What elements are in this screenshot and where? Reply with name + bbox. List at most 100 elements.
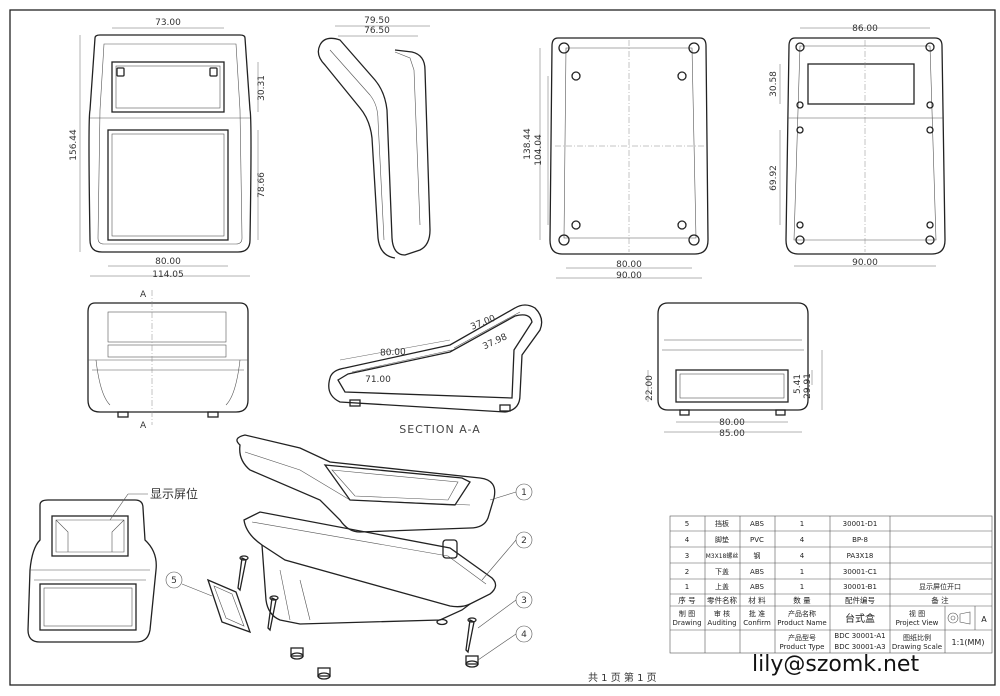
bom-row1-no: 1 (685, 583, 689, 591)
dim-end-width-2: 85.00 (719, 429, 745, 439)
bom-row5-mat: ABS (750, 520, 764, 528)
section-view: 80.00 71.00 37.00 37.98 SECTION A-A (328, 304, 543, 436)
front-view: 73.00 156.44 30.31 78.66 80.00 114.05 (69, 18, 267, 280)
tb-confirm-en: Confirm (743, 619, 771, 627)
tb-product-name: 台式盒 (845, 612, 875, 625)
tb-sheet-size: A (981, 615, 987, 624)
dim-end-width-1: 80.00 (719, 418, 745, 428)
tb-view-cn: 视 图 (909, 609, 925, 618)
dim-back-height-2: 69.92 (769, 165, 779, 191)
end-view: 22.00 5.41 29.91 80.00 85.00 (645, 302, 823, 439)
tb-drawing-en: Drawing (672, 619, 701, 627)
tb-view-en: Project View (896, 619, 939, 627)
tb-ptype-1: BDC 30001-A1 (834, 632, 885, 640)
page-count: 共 1 页 第 1 页 (588, 673, 657, 684)
display-detail-view: 显示屏位 (27, 486, 198, 643)
bom-header-mat: 材 料 (748, 595, 766, 605)
tb-ptype-en: Product Type (780, 643, 825, 651)
bom-row4-mat: PVC (750, 536, 764, 544)
tb-auditing-cn: 审 核 (714, 609, 730, 618)
dim-end-height-2: 5.41 (793, 374, 803, 394)
bom-row5-code: 30001-D1 (843, 520, 878, 528)
bom-row1-mat: ABS (750, 583, 764, 591)
dim-front-window-height: 78.66 (257, 172, 267, 198)
bom-row2-mat: ABS (750, 568, 764, 576)
dim-back-top: 86.00 (852, 24, 878, 34)
tb-auditing-en: Auditing (707, 619, 736, 627)
elevation-view: A A (87, 290, 249, 431)
dim-inner-width-1: 80.00 (616, 260, 642, 270)
bom-row2-name: 下盖 (715, 567, 729, 576)
tb-ptype-cn: 产品型号 (788, 633, 816, 642)
dim-front-bottom-width: 80.00 (155, 257, 181, 267)
bom-row1-qty: 1 (800, 583, 804, 591)
tb-pname-en: Product Name (777, 619, 826, 627)
bom-row3-mat: 钢 (754, 551, 761, 560)
section-marker-bottom: A (140, 421, 147, 431)
tb-scale: 1:1(MM) (952, 638, 985, 647)
tb-scale-en: Drawing Scale (892, 643, 942, 651)
bom-row2-code: 30001-C1 (843, 568, 877, 576)
bom-row5-name: 挡板 (715, 519, 729, 528)
inner-view: 138.44 104.04 80.00 90.00 (523, 37, 709, 281)
dim-front-total-width: 114.05 (152, 270, 184, 280)
bom-header-qty: 数 量 (793, 595, 811, 605)
dim-section-width-1: 80.00 (380, 348, 406, 359)
dim-section-width-2: 71.00 (365, 375, 391, 385)
exploded-view: 1 2 3 4 5 (165, 434, 533, 680)
projection-symbol-icon (947, 611, 971, 625)
dim-side-top-2: 76.50 (364, 26, 390, 36)
dim-back-width: 90.00 (852, 258, 878, 268)
bom-row1-name: 上盖 (715, 582, 729, 591)
bom-row4-name: 脚垫 (715, 535, 729, 544)
dim-section-width-3: 37.00 (469, 314, 497, 333)
tb-confirm-cn: 批 准 (749, 609, 765, 618)
bom-row3-qty: 4 (800, 552, 805, 560)
tb-ptype-2: BDC 30001-A3 (834, 643, 885, 651)
bom-header-name: 零件名称 (707, 595, 737, 605)
sheet-frame (9, 9, 996, 686)
section-title: SECTION A-A (399, 423, 481, 436)
bom-header-code: 配件编号 (845, 595, 875, 605)
dim-front-top-width: 73.00 (155, 18, 181, 28)
dim-side-top-1: 79.50 (364, 16, 390, 26)
balloon-1: 1 (521, 488, 527, 498)
bom-row4-qty: 4 (800, 536, 805, 544)
dim-end-height-3: 29.91 (803, 373, 813, 399)
tb-drawing-cn: 制 图 (679, 609, 695, 618)
section-marker-top: A (140, 290, 147, 300)
dim-back-height-1: 30.58 (769, 71, 779, 97)
title-block: 5 挡板 ABS 1 30001-D1 4 脚垫 PVC 4 BP-8 3 M3… (669, 515, 993, 654)
bom-row3-no: 3 (685, 552, 689, 560)
bom-row4-code: BP-8 (852, 536, 868, 544)
dim-front-top-height: 30.31 (257, 75, 267, 101)
display-position-label: 显示屏位 (150, 486, 198, 501)
watermark-email: lily@szomk.net (752, 652, 920, 677)
balloon-5: 5 (171, 576, 177, 586)
bom-header-note: 备 注 (931, 595, 949, 605)
bom-row5-no: 5 (685, 520, 689, 528)
dim-front-total-height: 156.44 (69, 129, 79, 161)
bom-row1-code: 30001-B1 (843, 583, 877, 591)
balloon-2: 2 (521, 536, 527, 546)
dim-inner-height-2: 104.04 (534, 134, 544, 166)
back-view: 86.00 30.58 69.92 90.00 (769, 24, 946, 268)
tb-scale-cn: 图纸比例 (903, 633, 931, 642)
bom-row3-name: M3X18螺丝 (706, 552, 739, 560)
bom-row2-qty: 1 (800, 568, 804, 576)
bom-header-no: 序 号 (678, 595, 695, 605)
side-view: 79.50 76.50 (317, 16, 431, 259)
balloon-3: 3 (521, 596, 527, 606)
bom-row3-code: PA3X18 (847, 552, 874, 560)
bom-row4-no: 4 (685, 536, 690, 544)
dim-inner-height-1: 138.44 (523, 128, 533, 160)
dim-end-height-1: 22.00 (645, 375, 655, 401)
bom-row5-qty: 1 (800, 520, 804, 528)
dim-inner-width-2: 90.00 (616, 271, 642, 281)
tb-pname-cn: 产品名称 (788, 609, 816, 618)
balloon-4: 4 (521, 630, 527, 640)
bom-row2-no: 2 (685, 568, 689, 576)
dim-section-width-4: 37.98 (481, 332, 509, 352)
